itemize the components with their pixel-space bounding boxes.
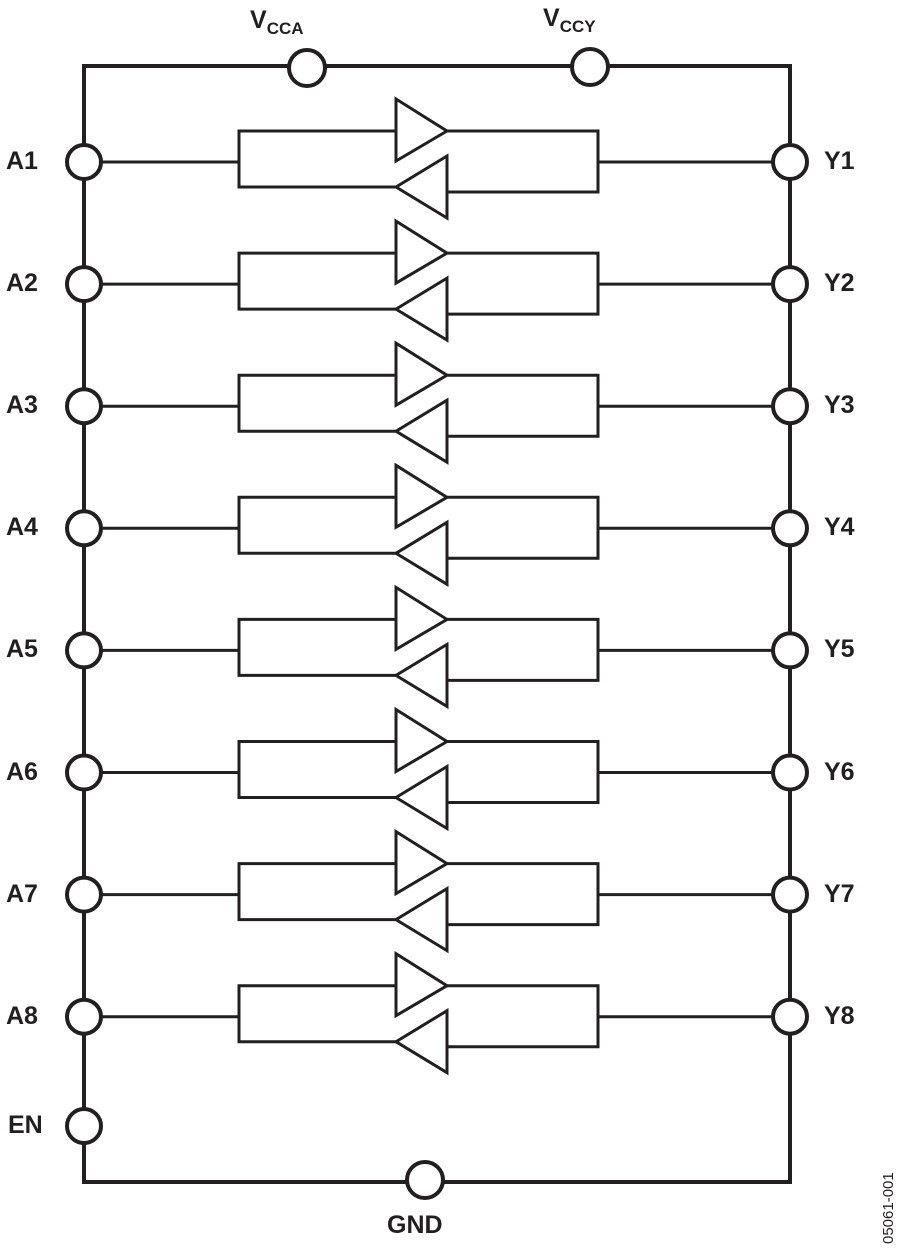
pin-label-y8: Y8 — [824, 1001, 855, 1030]
gnd-label: GND — [387, 1211, 443, 1239]
pin-label-y2: Y2 — [824, 269, 855, 298]
pin-vccy-icon — [570, 47, 610, 87]
pin-a6-icon — [65, 753, 103, 792]
buffer-a-to-y-icon — [394, 584, 450, 653]
buffer-a-to-y-icon — [394, 96, 450, 164]
y-side-loop — [447, 740, 600, 804]
buffer-a-to-y-icon — [394, 218, 450, 286]
y-side-loop — [447, 495, 600, 560]
pin-label-y5: Y5 — [824, 635, 855, 664]
a-side-loop — [237, 984, 396, 1044]
pin-label-y7: Y7 — [824, 879, 855, 908]
pin-a8-icon — [65, 997, 103, 1036]
pin-a5-icon — [65, 631, 103, 670]
y-side-loop — [447, 251, 600, 316]
y-side-loop — [447, 129, 600, 194]
vcca-label: VCCA — [250, 6, 304, 38]
a-side-loop — [237, 251, 396, 311]
pin-label-a5: A5 — [6, 635, 38, 664]
y-side-loop — [447, 862, 600, 927]
pin-label-a3: A3 — [6, 391, 38, 420]
pin-y2-icon — [771, 265, 809, 304]
buffer-a-to-y-icon — [394, 462, 450, 530]
buffer-a-to-y-icon — [394, 950, 450, 1019]
pin-label-a4: A4 — [6, 513, 38, 542]
pin-a4-icon — [65, 509, 103, 548]
pin-y5-icon — [771, 631, 809, 670]
a-side-loop — [237, 617, 396, 677]
buffer-y-to-a-icon — [393, 275, 449, 343]
y-side-loop — [447, 984, 600, 1049]
pin-a1-icon — [65, 143, 103, 181]
pin-label-y3: Y3 — [824, 391, 855, 420]
a-side-loop — [237, 862, 396, 922]
vccy-label: VCCY — [543, 4, 596, 36]
pin-a7-icon — [65, 875, 103, 914]
a-side-loop — [237, 129, 396, 189]
package-outline — [82, 64, 792, 1184]
buffer-a-to-y-icon — [394, 828, 450, 897]
pin-a2-icon — [65, 265, 103, 304]
pin-gnd-icon — [405, 1160, 445, 1200]
pin-label-a8: A8 — [6, 1001, 38, 1030]
buffer-y-to-a-icon — [393, 397, 449, 465]
figure-id: 05061-001 — [880, 1172, 897, 1244]
pin-a3-icon — [65, 387, 103, 426]
pin-y7-icon — [771, 875, 809, 914]
pin-y3-icon — [771, 387, 809, 426]
pin-y1-icon — [771, 143, 809, 181]
pin-en-icon — [65, 1107, 103, 1145]
a-side-loop — [237, 495, 396, 555]
pin-label-y6: Y6 — [824, 757, 855, 786]
a-side-loop — [237, 740, 396, 799]
buffer-a-to-y-icon — [394, 340, 450, 408]
buffer-y-to-a-icon — [393, 519, 449, 587]
buffer-y-to-a-icon — [393, 1008, 449, 1076]
y-side-loop — [447, 617, 600, 682]
pin-y4-icon — [771, 509, 809, 548]
pin-label-y1: Y1 — [824, 147, 855, 175]
buffer-y-to-a-icon — [393, 885, 449, 954]
pin-label-a6: A6 — [6, 757, 38, 786]
a-side-loop — [237, 373, 396, 433]
y-side-loop — [447, 373, 600, 438]
pin-y8-icon — [771, 997, 809, 1036]
buffer-y-to-a-icon — [393, 153, 449, 221]
pin-y6-icon — [771, 753, 809, 792]
en-label: EN — [8, 1111, 43, 1139]
pin-label-a7: A7 — [6, 879, 38, 908]
pin-label-y4: Y4 — [824, 513, 855, 542]
pin-label-a2: A2 — [6, 269, 38, 298]
buffer-y-to-a-icon — [393, 763, 449, 832]
pin-vcca-icon — [287, 48, 327, 88]
buffer-y-to-a-icon — [393, 641, 449, 710]
buffer-a-to-y-icon — [394, 706, 450, 775]
pin-label-a1: A1 — [6, 147, 38, 175]
